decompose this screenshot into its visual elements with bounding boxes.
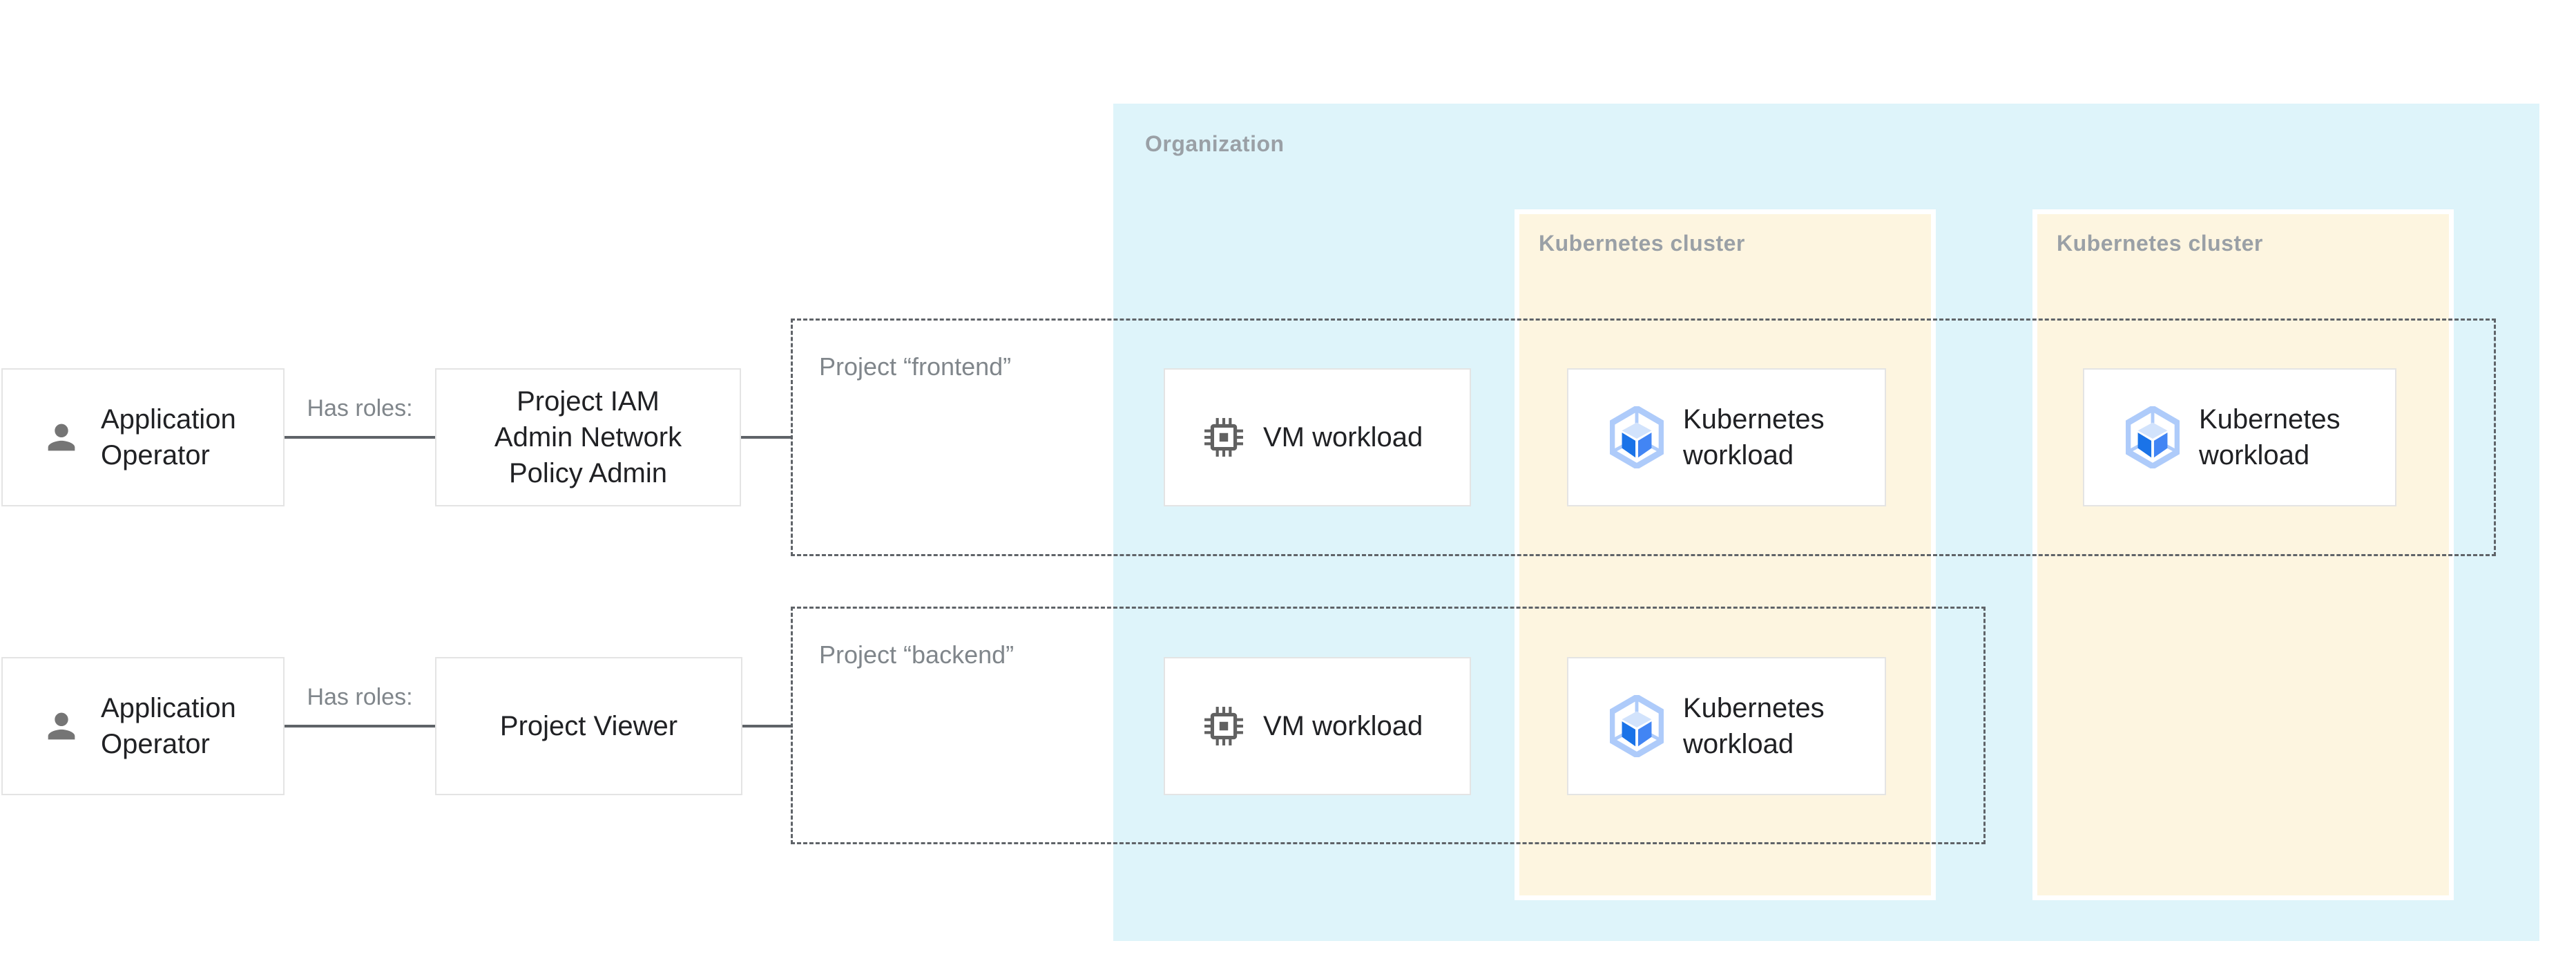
project-backend-label: Project “backend” [819, 640, 1015, 669]
kubernetes-engine-icon [2126, 406, 2180, 468]
has-roles-label: Has roles: [307, 395, 413, 421]
vm-chip-icon [1204, 418, 1243, 457]
node-label: Kubernetes workload [2199, 404, 2340, 470]
kubernetes-cluster-2-label: Kubernetes cluster [2057, 231, 2263, 256]
project-frontend-label: Project “frontend” [819, 352, 1012, 381]
kubernetes-engine-icon [1610, 695, 1664, 757]
person-icon [48, 712, 75, 740]
kubernetes-cluster-1-label: Kubernetes cluster [1539, 231, 1745, 256]
person-icon [48, 424, 75, 451]
connector-line [285, 725, 435, 728]
kubernetes-engine-icon [1610, 406, 1664, 468]
application-operator-node: Application Operator [1, 657, 285, 795]
connector-line [741, 725, 793, 728]
vm-chip-icon [1204, 707, 1243, 745]
node-label: Application Operator [101, 404, 236, 470]
role-node: Project IAM Admin Network Policy Admin [435, 368, 741, 506]
node-label: Kubernetes workload [1683, 693, 1825, 759]
node-label: Application Operator [101, 693, 236, 759]
connector-line [285, 436, 435, 439]
node-label: VM workload [1263, 711, 1423, 741]
vm-workload-node: VM workload [1164, 368, 1471, 506]
vm-workload-node: VM workload [1164, 657, 1471, 795]
organization-label: Organization [1145, 131, 1285, 156]
role-label: Project IAM Admin Network Policy Admin [494, 386, 682, 488]
role-label: Project Viewer [499, 711, 678, 741]
connector-line [739, 436, 793, 439]
role-node: Project Viewer [435, 657, 742, 795]
has-roles-label: Has roles: [307, 684, 413, 710]
kubernetes-workload-node: Kubernetes workload [1567, 368, 1886, 506]
node-label: Kubernetes workload [1683, 404, 1825, 470]
kubernetes-workload-node: Kubernetes workload [1567, 657, 1886, 795]
application-operator-node: Application Operator [1, 368, 285, 506]
node-label: VM workload [1263, 422, 1423, 453]
kubernetes-workload-node: Kubernetes workload [2083, 368, 2396, 506]
